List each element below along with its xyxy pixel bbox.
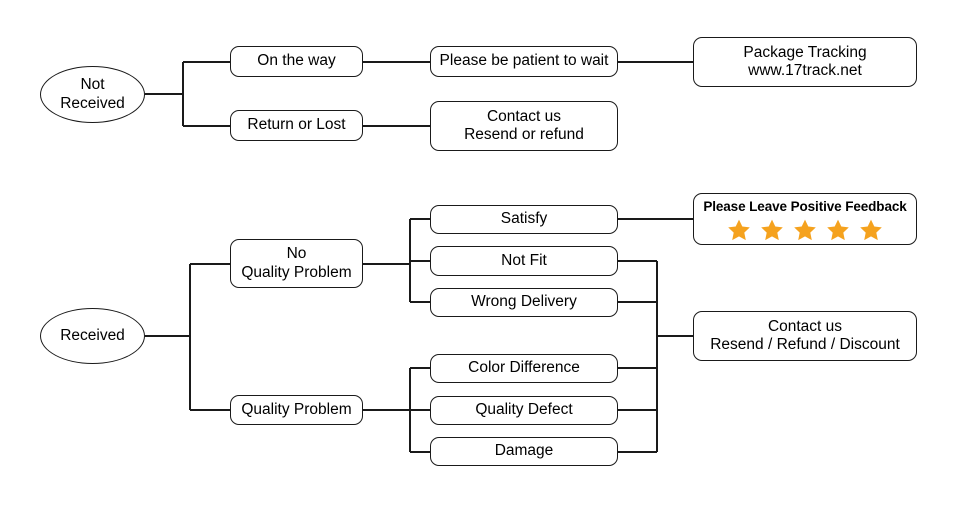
node-label-line1: Contact us	[767, 317, 843, 335]
node-return-or-lost[interactable]: Return or Lost	[230, 110, 363, 141]
node-label: Damage	[494, 442, 554, 460]
node-wrong-delivery[interactable]: Wrong Delivery	[430, 288, 618, 317]
node-on-the-way[interactable]: On the way	[230, 46, 363, 77]
node-label-line1: Package Tracking	[743, 43, 867, 61]
star-icon	[728, 219, 750, 241]
node-not-fit[interactable]: Not Fit	[430, 246, 618, 276]
node-no-quality-problem[interactable]: No Quality Problem	[230, 239, 363, 288]
node-color-difference[interactable]: Color Difference	[430, 354, 618, 383]
node-please-be-patient-to-wait[interactable]: Please be patient to wait	[430, 46, 618, 77]
star-icon	[761, 219, 783, 241]
node-label-line2: Quality Problem	[241, 263, 352, 281]
node-label-line1: Contact us	[486, 107, 562, 125]
node-label-line1: Received	[60, 326, 125, 344]
node-contact-us-resend-or-refund[interactable]: Contact us Resend or refund	[430, 101, 618, 151]
node-contact-us-resend-refund-discount[interactable]: Contact us Resend / Refund / Discount	[693, 311, 917, 361]
node-label: Please be patient to wait	[439, 52, 609, 70]
star-icon	[794, 219, 816, 241]
node-label-line2: Received	[60, 94, 125, 112]
feedback-caption: Please Leave Positive Feedback	[703, 199, 907, 214]
node-label-line2: www.17track.net	[748, 62, 862, 79]
star-icon	[860, 219, 882, 241]
node-package-tracking[interactable]: Package Tracking www.17track.net	[693, 37, 917, 87]
node-label-line2: Resend / Refund / Discount	[710, 336, 900, 353]
node-label-line1: No	[286, 245, 307, 263]
star-rating	[727, 218, 883, 242]
node-label: Return or Lost	[247, 116, 346, 134]
node-quality-problem[interactable]: Quality Problem	[230, 395, 363, 425]
node-label: Quality Defect	[475, 401, 573, 419]
node-label-line2: Resend or refund	[464, 126, 584, 143]
node-label: Wrong Delivery	[471, 293, 577, 311]
node-label-line1: Quality Problem	[241, 400, 352, 418]
node-damage[interactable]: Damage	[430, 437, 618, 466]
node-not-received[interactable]: Not Received	[40, 66, 145, 123]
node-label: Satisfy	[500, 210, 548, 228]
node-label-line1: Not	[80, 76, 105, 94]
node-positive-feedback[interactable]: Please Leave Positive Feedback	[693, 193, 917, 245]
star-icon	[827, 219, 849, 241]
node-label: On the way	[257, 52, 336, 70]
node-quality-defect[interactable]: Quality Defect	[430, 396, 618, 425]
node-received[interactable]: Received	[40, 308, 145, 364]
node-label: Not Fit	[501, 251, 547, 269]
node-satisfy[interactable]: Satisfy	[430, 205, 618, 234]
node-label: Color Difference	[468, 359, 580, 377]
